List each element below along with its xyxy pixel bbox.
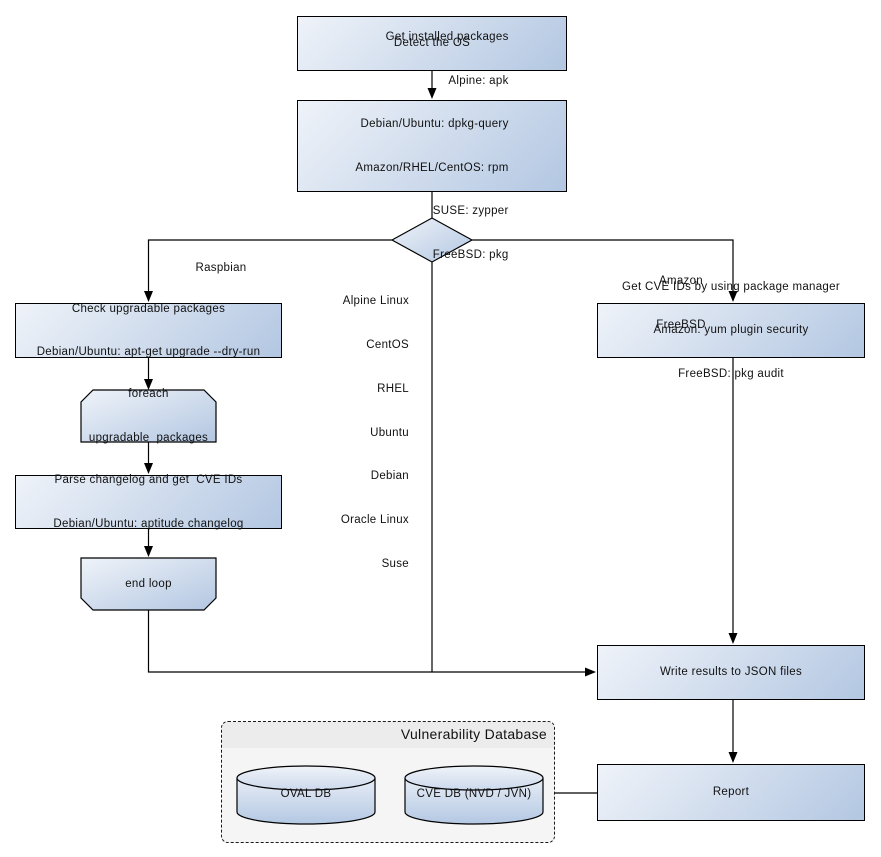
edge-label-os-list: Alpine Linux CentOS RHEL Ubuntu Debian O… [299, 265, 409, 601]
node-label-block: Parse changelog and get CVE IDs Debian/U… [53, 444, 243, 560]
node-check-upgradable-packages: Check upgradable packages Debian/Ubuntu:… [15, 303, 282, 358]
node-line: Amazon: yum plugin security [653, 324, 809, 337]
node-line: SUSE: zypper [432, 205, 509, 217]
arrowhead [144, 463, 153, 474]
node-line: Alpine: apk [448, 74, 509, 87]
node-detect-os: Detect the OS [297, 16, 567, 71]
edge-label-line: Debian [370, 470, 409, 483]
node-line: Get CVE IDs by using package manager [622, 280, 840, 293]
node-line: Debian/Ubuntu: apt-get upgrade --dry-run [36, 346, 261, 358]
edge-decision-to-check-upgradable [147, 239, 392, 300]
edge-label-amazon-freebsd: Amazon FreeBSD [641, 245, 721, 362]
node-line: Get installed packages [385, 31, 509, 43]
arrowhead [144, 379, 153, 390]
edge-label-line: FreeBSD [656, 318, 706, 331]
arrowhead [728, 752, 738, 763]
node-line: FreeBSD: pkg audit [678, 367, 784, 380]
cylinder-oval-db [236, 765, 376, 825]
node-label: Report [712, 786, 750, 799]
edge-label-line: Ubuntu [370, 426, 409, 439]
edge-label-line: Alpine Linux [342, 295, 409, 308]
edge-label-line: Suse [381, 557, 409, 570]
edge-label-line: Amazon [659, 275, 703, 288]
edge-endloop-to-write-results [147, 610, 594, 673]
loop-start-shape [80, 389, 217, 443]
node-line: Debian/Ubuntu: dpkg-query [360, 118, 509, 130]
loop-end-shape [80, 557, 217, 611]
arrowhead [585, 667, 596, 677]
edge-label-raspbian: Raspbian [195, 262, 247, 274]
node-report: Report [597, 764, 865, 821]
node-line: FreeBSD: pkg [432, 248, 509, 261]
arrowhead [728, 291, 738, 302]
node-parse-changelog: Parse changelog and get CVE IDs Debian/U… [15, 474, 282, 530]
node-line: Parse changelog and get CVE IDs [54, 474, 243, 486]
arrowhead [144, 546, 153, 557]
edge-label-line: Oracle Linux [340, 514, 409, 527]
arrowhead [144, 291, 153, 302]
arrowhead [427, 88, 437, 99]
edge-decision-to-get-cve [472, 239, 734, 300]
arrowhead [728, 633, 738, 644]
node-line: Amazon/RHEL/CentOS: rpm [355, 161, 509, 174]
decision-diamond [390, 217, 474, 263]
arrowheads [144, 88, 738, 763]
node-label: Detect the OS [393, 37, 471, 50]
node-line: Debian/Ubuntu: aptitude changelog [53, 517, 244, 530]
cylinder-cve-db [404, 765, 544, 825]
node-label-block: Get installed packages Alpine: apk Debia… [355, 1, 508, 291]
vulnerability-database-title: Vulnerability Database [222, 722, 554, 748]
node-get-installed-packages: Get installed packages Alpine: apk Debia… [297, 31, 567, 261]
node-get-cve-ids: Get CVE IDs by using package manager Ama… [597, 281, 865, 380]
node-label: Write results to JSON files [659, 666, 803, 679]
node-label-block: Check upgradable packages Debian/Ubuntu:… [37, 273, 261, 389]
node-label-block: Get CVE IDs by using package manager Ama… [622, 251, 840, 411]
node-line: Check upgradable packages [71, 302, 226, 315]
node-write-results: Write results to JSON files [597, 645, 865, 700]
edge-label-line: RHEL [377, 382, 409, 395]
edge-label-line: CentOS [366, 338, 409, 351]
